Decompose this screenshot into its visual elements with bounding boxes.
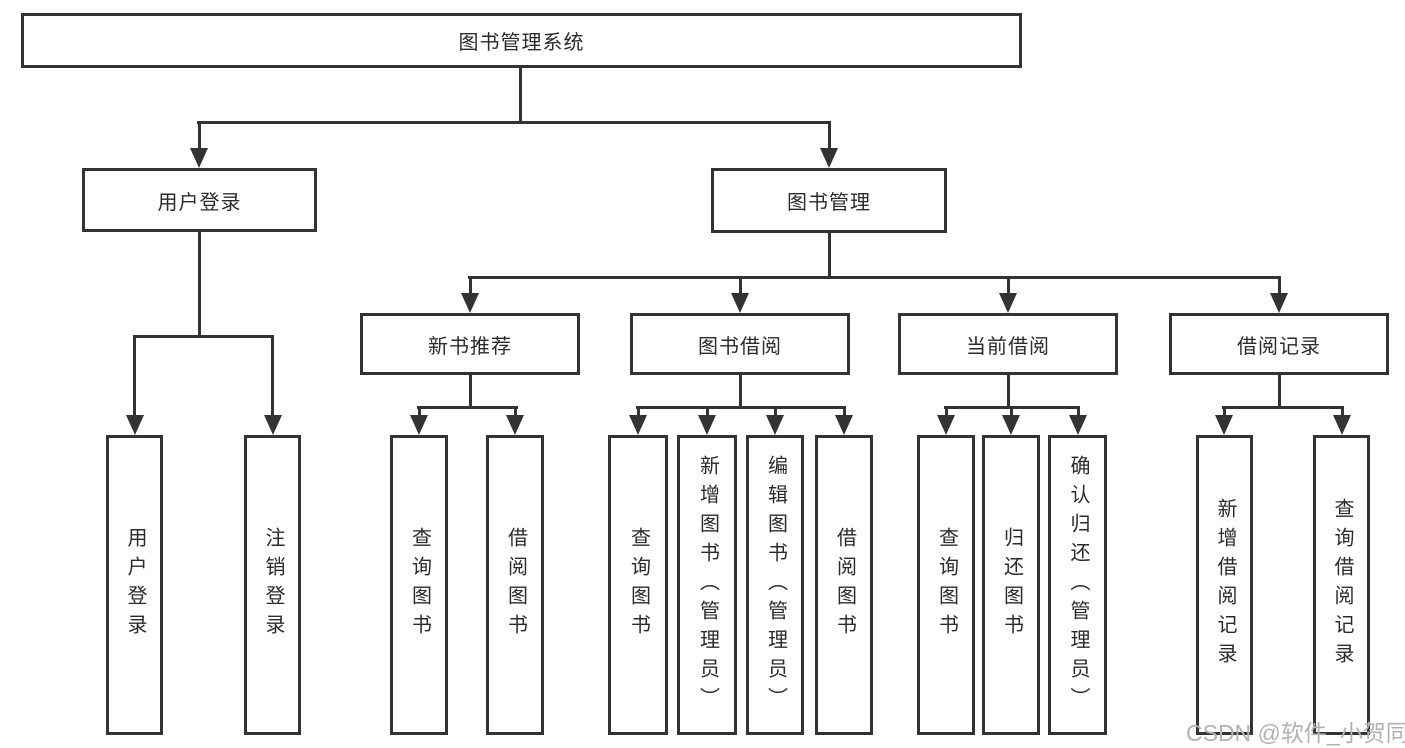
leaf-bb-add-books-admin: 新增图书（管理员） xyxy=(677,435,737,735)
connector-to-nb-borrow-stem xyxy=(514,406,517,416)
arrow-to-cb-return xyxy=(1002,415,1020,435)
node-book-borrow: 图书借阅 xyxy=(630,313,850,375)
node-library-management-system: 图书管理系统 xyxy=(21,13,1022,68)
connector-book-management-stem xyxy=(828,233,831,278)
connector-root-to-user-login-stem xyxy=(198,121,201,149)
arrow-to-book-management xyxy=(820,148,838,168)
connector-borrow-records-hline xyxy=(1222,406,1344,409)
leaf-user-login: 用户登录 xyxy=(106,435,163,735)
leaf-cb-return-books: 归还图书 xyxy=(982,435,1040,735)
connector-to-new-book-stem xyxy=(469,276,472,296)
arrow-to-book-borrow xyxy=(731,293,749,313)
node-borrow-records-label: 借阅记录 xyxy=(1237,335,1321,358)
connector-user-login-stem xyxy=(198,232,201,337)
node-new-book-recommend: 新书推荐 xyxy=(360,313,580,375)
arrow-to-bb-add xyxy=(698,415,716,435)
leaf-bb-edit-books-admin: 编辑图书（管理员） xyxy=(746,435,804,735)
node-book-management-label: 图书管理 xyxy=(787,192,871,214)
connector-to-cb-return-stem xyxy=(1010,406,1013,416)
leaf-cb-confirm-return-admin: 确认归还（管理员） xyxy=(1048,435,1107,735)
leaf-br-add-record: 新增借阅记录 xyxy=(1196,435,1253,735)
node-book-borrow-label: 图书借阅 xyxy=(698,335,782,358)
connector-borrow-records-stem xyxy=(1278,375,1281,408)
arrow-to-cb-confirm xyxy=(1069,415,1087,435)
leaf-bb-query-books-label: 查询图书 xyxy=(627,527,650,643)
connector-to-nb-query-stem xyxy=(418,406,421,416)
node-library-management-system-label: 图书管理系统 xyxy=(458,32,585,54)
connector-user-login-hline xyxy=(133,335,274,338)
node-new-book-recommend-label: 新书推荐 xyxy=(428,335,512,358)
arrow-to-bb-edit xyxy=(766,415,784,435)
node-user-login-label: 用户登录 xyxy=(157,191,242,214)
connector-to-leaf-logout-stem xyxy=(271,335,274,417)
connector-to-cb-confirm-stem xyxy=(1077,406,1080,416)
node-book-management: 图书管理 xyxy=(711,168,947,233)
leaf-nb-query-books: 查询图书 xyxy=(390,435,448,735)
connector-new-book-hline xyxy=(417,406,518,409)
leaf-bb-query-books: 查询图书 xyxy=(608,435,668,735)
arrow-to-new-book-recommend xyxy=(461,293,479,313)
connector-book-management-hline xyxy=(468,276,1281,279)
leaf-nb-borrow-books-label: 借阅图书 xyxy=(504,527,527,643)
connector-to-br-add-stem xyxy=(1223,406,1226,416)
connector-book-borrow-stem xyxy=(739,375,742,408)
leaf-br-add-record-label: 新增借阅记录 xyxy=(1214,498,1236,672)
connector-root-to-book-management-stem xyxy=(828,121,831,149)
connector-to-br-query-stem xyxy=(1341,406,1344,416)
connector-to-book-borrow-stem xyxy=(739,276,742,296)
node-borrow-records: 借阅记录 xyxy=(1169,313,1389,375)
node-current-borrow-label: 当前借阅 xyxy=(966,335,1050,358)
leaf-logout-label: 注销登录 xyxy=(262,527,284,643)
leaf-logout: 注销登录 xyxy=(244,435,301,735)
leaf-nb-borrow-books: 借阅图书 xyxy=(486,435,544,735)
csdn-watermark: CSDN @软件_小贺同学 xyxy=(1186,720,1405,746)
node-current-borrow: 当前借阅 xyxy=(898,313,1118,375)
arrow-to-borrow-records xyxy=(1270,293,1288,313)
arrow-to-br-add xyxy=(1215,415,1233,435)
leaf-cb-return-books-label: 归还图书 xyxy=(1000,527,1023,643)
leaf-bb-borrow-books: 借阅图书 xyxy=(815,435,873,735)
arrow-to-bb-borrow xyxy=(835,415,853,435)
connector-new-book-stem xyxy=(469,375,472,408)
arrow-to-nb-query xyxy=(410,415,428,435)
leaf-br-query-record: 查询借阅记录 xyxy=(1313,435,1370,735)
connector-to-bb-add-stem xyxy=(706,406,709,416)
leaf-cb-query-books: 查询图书 xyxy=(917,435,975,735)
connector-to-bb-edit-stem xyxy=(774,406,777,416)
connector-to-bb-borrow-stem xyxy=(843,406,846,416)
connector-root-hline xyxy=(197,121,831,124)
connector-to-bb-query-stem xyxy=(637,406,640,416)
leaf-nb-query-books-label: 查询图书 xyxy=(408,527,431,643)
node-user-login: 用户登录 xyxy=(82,168,317,232)
connector-root-stem xyxy=(519,68,522,123)
leaf-bb-add-books-admin-label: 新增图书（管理员） xyxy=(696,454,719,716)
connector-to-current-borrow-stem xyxy=(1007,276,1010,296)
leaf-cb-confirm-return-admin-label: 确认归还（管理员） xyxy=(1067,454,1089,716)
leaf-bb-borrow-books-label: 借阅图书 xyxy=(833,527,856,643)
arrow-to-nb-borrow xyxy=(506,415,524,435)
connector-to-leaf-user-login-stem xyxy=(133,335,136,417)
leaf-cb-query-books-label: 查询图书 xyxy=(935,527,958,643)
connector-book-borrow-hline xyxy=(636,406,846,409)
connector-current-borrow-stem xyxy=(1007,375,1010,408)
arrow-to-current-borrow xyxy=(999,293,1017,313)
leaf-bb-edit-books-admin-label: 编辑图书（管理员） xyxy=(764,454,787,716)
arrow-to-cb-query xyxy=(937,415,955,435)
leaf-user-login-label: 用户登录 xyxy=(124,527,146,643)
arrow-to-bb-query xyxy=(629,415,647,435)
connector-to-cb-query-stem xyxy=(945,406,948,416)
connector-to-borrow-records-stem xyxy=(1278,276,1281,296)
leaf-br-query-record-label: 查询借阅记录 xyxy=(1331,498,1353,672)
arrow-to-leaf-logout xyxy=(264,415,282,435)
arrow-to-leaf-user-login xyxy=(126,415,144,435)
arrow-to-user-login xyxy=(190,148,208,168)
arrow-to-br-query xyxy=(1333,415,1351,435)
